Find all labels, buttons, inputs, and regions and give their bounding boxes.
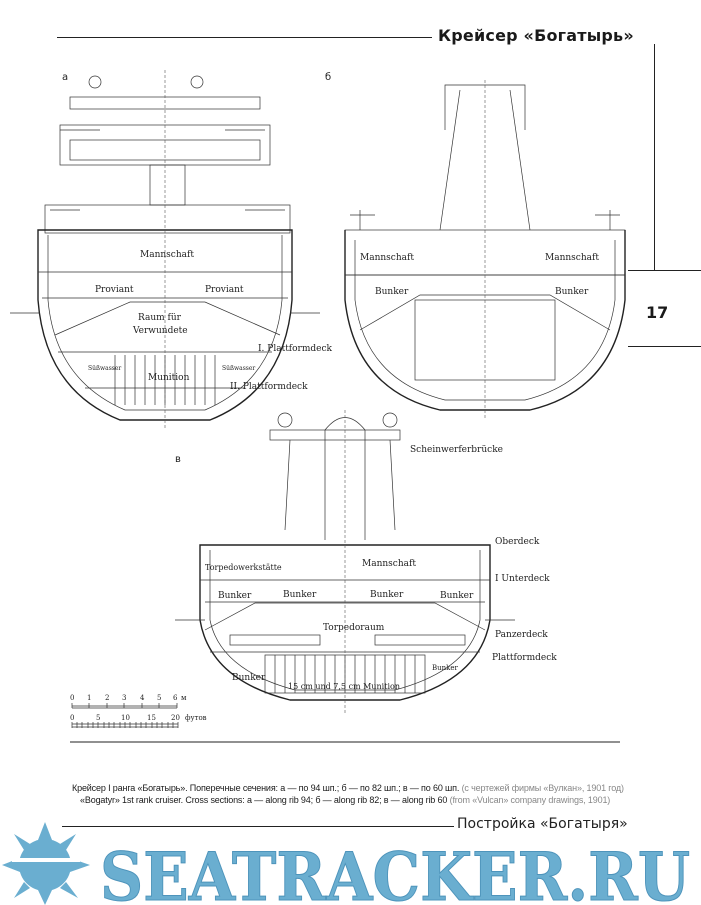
label-mannschaft-right: Mannschaft <box>545 253 599 263</box>
caption-en-source: (from «Vulcan» company drawings, 1901) <box>449 795 611 805</box>
svg-text:3: 3 <box>122 694 126 702</box>
label-mannschaft: Mannschaft <box>362 559 416 569</box>
svg-text:5: 5 <box>96 714 100 722</box>
watermark-text: SEATRACKER.RU <box>100 838 690 905</box>
svg-text:20: 20 <box>171 714 180 722</box>
svg-text:1: 1 <box>87 694 91 702</box>
hull-outline <box>37 229 293 421</box>
label-searchlight-bridge: Scheinwerferbrücke <box>410 445 503 455</box>
searchlight-icon <box>277 412 293 428</box>
label-munition: 15 cm und 7,5 cm Munition <box>288 682 400 691</box>
caption-ru-text: Крейсер I ранга «Богатырь». Поперечные с… <box>72 783 460 793</box>
label-freshwater-left: Süßwasser <box>88 365 121 372</box>
cross-section-drawings: а Mannschaft Proviant Proviant Raum für … <box>10 70 626 743</box>
caption-english: «Bogatyr» 1st rank cruiser. Cross sectio… <box>72 794 687 806</box>
label-bunker-2: Bunker <box>283 590 317 600</box>
label-bunker-right: Bunker <box>555 287 589 297</box>
figure-a-letter: а <box>62 72 68 83</box>
caption-ru-source: (с чертежей фирмы «Вулкан», 1901 год) <box>461 783 624 793</box>
label-freshwater-right: Süßwasser <box>222 365 255 372</box>
page-title: Крейсер «Богатырь» <box>438 26 634 45</box>
figure-c-letter: в <box>175 454 181 465</box>
scale-bar: 0 1 2 3 4 5 6 м 0 5 10 15 20 футов <box>70 694 207 728</box>
label-torpedowerkstatte: Torpedowerkstätte <box>205 563 282 572</box>
svg-text:м: м <box>181 694 187 702</box>
sun-logo-icon <box>2 822 90 905</box>
header-rule <box>57 37 432 38</box>
svg-text:0: 0 <box>70 714 74 722</box>
label-proviant-left: Proviant <box>95 285 134 295</box>
figure-a: а Mannschaft Proviant Proviant Raum für … <box>10 70 333 430</box>
label-munition: Munition <box>148 373 190 383</box>
label-bunker-low-right: Bunker <box>432 664 459 672</box>
searchlight-icon <box>382 412 398 428</box>
hull-outline <box>199 544 491 701</box>
label-verwundete: Verwundete <box>132 326 188 336</box>
label-panzerdeck: Panzerdeck <box>495 630 548 640</box>
side-rule-top <box>628 270 701 271</box>
label-raum-fur: Raum für <box>138 313 182 323</box>
label-mannschaft: Mannschaft <box>140 250 194 260</box>
label-bunker-left: Bunker <box>375 287 409 297</box>
figure-b-letter: б <box>325 72 331 83</box>
svg-text:6: 6 <box>173 694 178 702</box>
label-bunker-low-left: Bunker <box>232 673 266 683</box>
page-number: 17 <box>646 303 669 322</box>
label-bunker-3: Bunker <box>370 590 404 600</box>
searchlight-icon <box>190 75 204 89</box>
searchlight-bridge <box>269 429 401 441</box>
svg-text:5: 5 <box>157 694 161 702</box>
svg-text:4: 4 <box>140 694 145 702</box>
svg-text:2: 2 <box>105 694 109 702</box>
figure-b: б Mannschaft Mannschaft Bunker Bunker <box>325 72 626 420</box>
side-rule-bottom <box>628 346 701 347</box>
svg-text:футов: футов <box>185 714 207 722</box>
svg-text:0: 0 <box>70 694 74 702</box>
caption: Крейсер I ранга «Богатырь». Поперечные с… <box>72 782 687 806</box>
label-platform2: II. Plattformdeck <box>230 382 308 392</box>
label-bunker-4: Bunker <box>440 591 474 601</box>
label-unterdeck: I Unterdeck <box>495 574 550 584</box>
label-torpedoraum: Torpedoraum <box>323 623 385 633</box>
footer-rule <box>62 826 454 827</box>
scale-meters: 0 1 2 3 4 5 6 м <box>70 694 187 709</box>
caption-en-text: «Bogatyr» 1st rank cruiser. Cross sectio… <box>80 795 448 805</box>
scale-feet: 0 5 10 15 20 футов <box>70 714 207 728</box>
label-plattformdeck: Plattformdeck <box>492 653 557 663</box>
figure-c: в Scheinwerferbrücke Oberdeck Mannschaft… <box>175 410 557 715</box>
label-proviant-right: Proviant <box>205 285 244 295</box>
svg-text:10: 10 <box>121 714 130 722</box>
caption-russian: Крейсер I ранга «Богатырь». Поперечные с… <box>72 782 687 794</box>
label-platform1: I. Plattformdeck <box>258 344 333 354</box>
label-oberdeck: Oberdeck <box>495 537 540 547</box>
watermark: SEATRACKER.RU <box>2 822 691 905</box>
side-rule-vertical <box>654 44 655 270</box>
svg-text:15: 15 <box>147 714 156 722</box>
label-bunker-1: Bunker <box>218 591 252 601</box>
searchlight-icon <box>88 75 102 89</box>
footer-section-title: Постройка «Богатыря» <box>457 816 628 832</box>
label-mannschaft-left: Mannschaft <box>360 253 414 263</box>
